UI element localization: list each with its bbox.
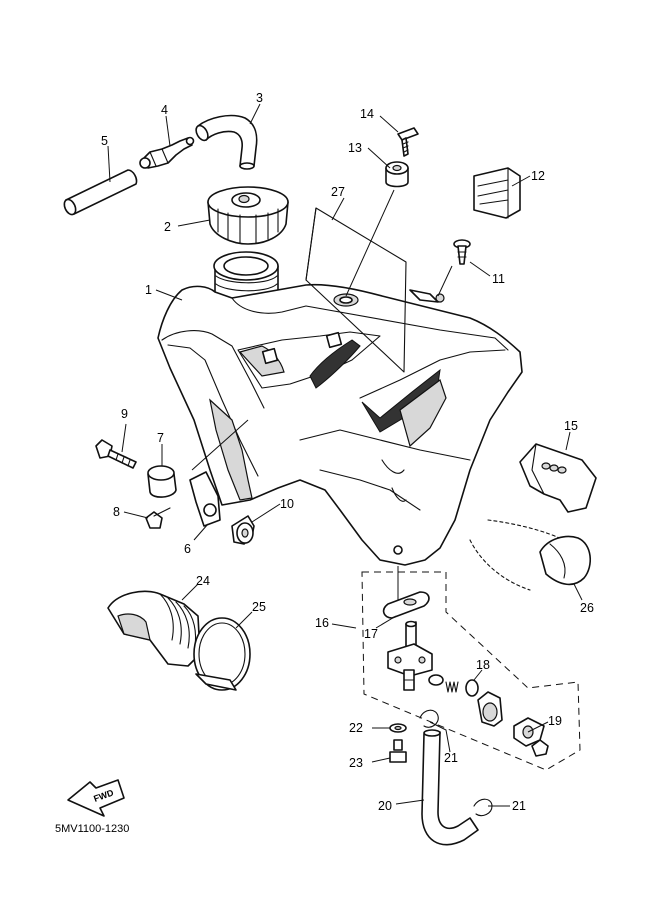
part-15-cover[interactable] [519,443,597,513]
callout-25: 25 [252,600,266,614]
callout-2: 2 [164,220,171,234]
part-26-strap[interactable] [469,519,591,591]
callout-16: 16 [315,616,329,630]
diagram-code: 5MV1100-1230 [55,823,129,835]
callout-10: 10 [280,497,294,511]
callout-23: 23 [349,756,363,770]
fuel-cock-spring[interactable] [428,674,459,693]
callout-numbers: 1 2 3 4 5 6 7 8 9 10 11 12 13 14 15 16 1… [101,91,594,813]
callout-8: 8 [113,505,120,519]
callout-7: 7 [157,431,164,445]
part-1-fuel-tank[interactable] [157,251,523,566]
part-22-washer[interactable] [389,723,407,733]
part-10-collar[interactable] [231,515,255,545]
callout-27: 27 [331,185,345,199]
part-3-elbow-hose[interactable] [194,114,258,170]
part-7-damper[interactable] [147,465,177,498]
part-18-o-ring[interactable] [465,679,479,697]
part-9-bolt[interactable] [95,439,137,469]
part-21-clip-lower[interactable] [473,798,493,817]
part-20-fuel-hose[interactable] [421,729,479,846]
callout-6: 6 [184,542,191,556]
part-25-clamp[interactable] [193,617,251,691]
callout-14: 14 [360,107,374,121]
callout-19: 19 [548,714,562,728]
callout-13: 13 [348,141,362,155]
callout-1: 1 [145,283,152,297]
part-23-screw[interactable] [389,739,407,763]
callout-11: 11 [492,272,505,286]
part-19-screw[interactable] [531,739,549,757]
callout-26: 26 [580,601,594,615]
callout-20: 20 [378,799,392,813]
part-14-bolt[interactable] [397,127,419,157]
callout-5: 5 [101,134,108,148]
callout-21-upper: 21 [444,751,458,765]
part-21-clip-upper[interactable] [419,709,439,728]
part-5-hose[interactable] [62,169,138,216]
forward-direction-arrow: FWD [67,779,125,817]
part-24-coil-band[interactable] [107,590,201,667]
callout-21-lower: 21 [512,799,526,813]
callout-17: 17 [364,627,378,641]
part-17-gasket[interactable] [382,591,430,619]
part-12-damper[interactable] [473,167,521,219]
callout-15: 15 [564,419,578,433]
part-4-breather-valve[interactable] [139,136,195,169]
callout-18: 18 [476,658,490,672]
part-11-bolt[interactable] [453,239,471,265]
part-2-fuel-cap[interactable] [207,186,289,245]
part-8-bolt[interactable] [145,507,171,529]
part-16-fuel-cock[interactable] [387,620,433,691]
leader-lines [107,103,583,807]
callout-22: 22 [349,721,363,735]
part-6-bracket[interactable] [189,471,221,527]
part-27-label[interactable] [305,207,407,373]
part-13-collar[interactable] [385,161,409,188]
callout-12: 12 [531,169,545,183]
part-16-assembly-boundary [361,571,581,771]
callout-4: 4 [161,103,168,117]
callout-9: 9 [121,407,128,421]
callout-24: 24 [196,574,210,588]
fuel-cock-lever[interactable] [477,691,503,727]
callout-3: 3 [256,91,263,105]
